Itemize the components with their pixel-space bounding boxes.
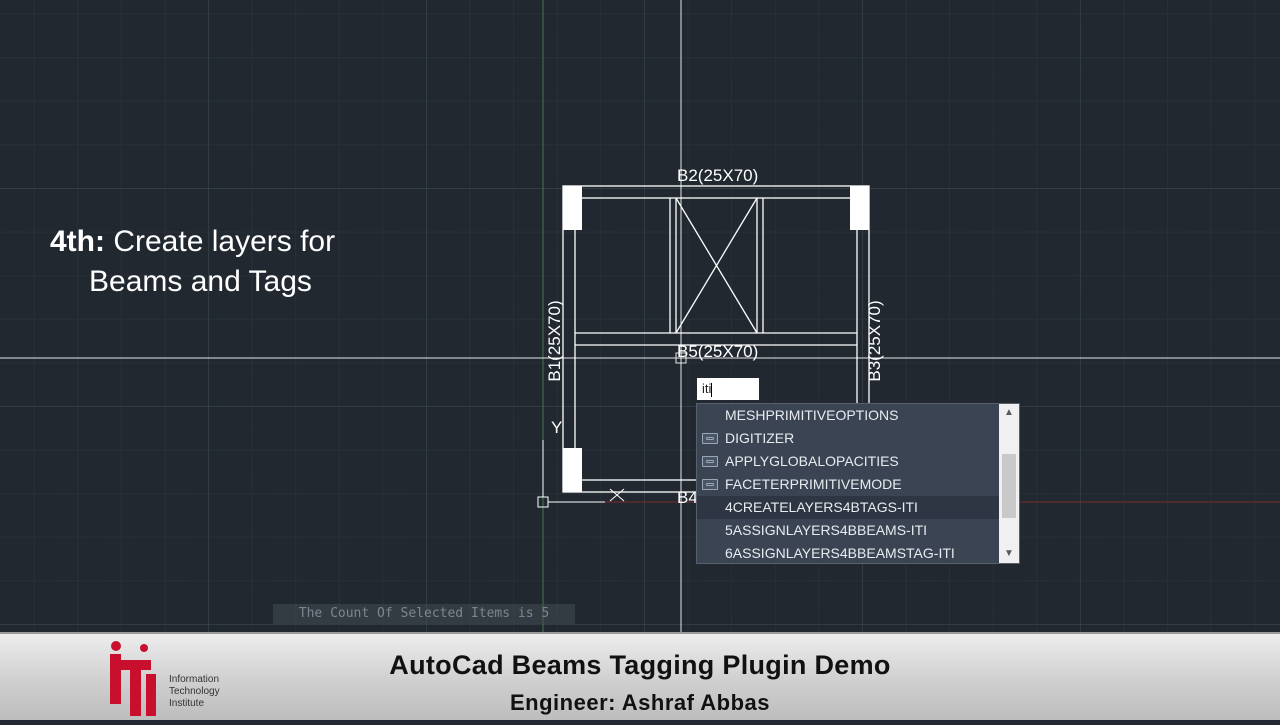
logo-text-line: Information bbox=[169, 674, 220, 685]
autocomplete-item[interactable]: DIGITIZER bbox=[697, 427, 999, 450]
autocomplete-item[interactable]: 4CREATELAYERS4BTAGS-ITI bbox=[697, 496, 999, 519]
beam-label-b4: B4 bbox=[677, 488, 698, 507]
banner-subtitle: Engineer: Ashraf Abbas bbox=[510, 690, 770, 715]
beam-label-b3: B3(25X70) bbox=[865, 300, 884, 382]
autocomplete-item-label: DIGITIZER bbox=[725, 430, 795, 446]
autocomplete-item-label: 6ASSIGNLAYERS4BBEAMSTAG-ITI bbox=[725, 545, 955, 561]
scroll-down-arrow-icon[interactable]: ▼ bbox=[1004, 548, 1014, 559]
autocomplete-item[interactable]: APPLYGLOBALOPACITIES bbox=[697, 450, 999, 473]
drawing-canvas[interactable]: Y B2(25X70) B5(25X70) B1(25X70) B3(25X70… bbox=[0, 0, 1280, 632]
crosshair-pickbox bbox=[675, 352, 687, 364]
step-caption: 4th: Create layers for Beams and Tags bbox=[50, 222, 335, 302]
step-caption-line2: Beams and Tags bbox=[89, 265, 312, 298]
text-caret bbox=[711, 382, 713, 397]
beam-label-b5: B5(25X70) bbox=[677, 342, 759, 361]
iti-logo-mark-icon bbox=[110, 641, 156, 716]
autocomplete-item-label: 5ASSIGNLAYERS4BBEAMS-ITI bbox=[725, 522, 928, 538]
iti-logo-text: Information Technology Institute bbox=[169, 674, 220, 710]
drawing-geometry bbox=[0, 0, 1280, 632]
command-icon bbox=[702, 456, 718, 467]
autocomplete-item-label: MESHPRIMITIVEOPTIONS bbox=[725, 407, 899, 423]
command-input-value: iti bbox=[702, 381, 712, 396]
logo-text-line: Institute bbox=[169, 698, 205, 709]
autocomplete-item-label: APPLYGLOBALOPACITIES bbox=[725, 453, 899, 469]
ucs-icon bbox=[537, 440, 625, 508]
autocomplete-item-label: FACETERPRIMITIVEMODE bbox=[725, 476, 902, 492]
autocomplete-item[interactable]: 6ASSIGNLAYERS4BBEAMSTAG-ITI bbox=[697, 542, 999, 565]
dynamic-command-input[interactable]: iti bbox=[697, 378, 759, 400]
scrollbar-thumb[interactable] bbox=[1002, 454, 1016, 518]
logo-text-line: Technology bbox=[169, 686, 220, 697]
video-banner: Information Technology Institute AutoCad… bbox=[0, 632, 1280, 720]
beam-label-b2: B2(25X70) bbox=[677, 166, 759, 185]
iti-logo: Information Technology Institute bbox=[104, 636, 234, 720]
command-icon bbox=[702, 433, 718, 444]
autocomplete-item[interactable]: 5ASSIGNLAYERS4BBEAMS-ITI bbox=[697, 519, 999, 542]
autocomplete-scrollbar[interactable]: ▲ ▼ bbox=[999, 404, 1019, 563]
columns bbox=[563, 186, 869, 492]
banner-title: AutoCad Beams Tagging Plugin Demo bbox=[389, 650, 891, 680]
autocomplete-item-label: 4CREATELAYERS4BTAGS-ITI bbox=[725, 499, 918, 515]
command-icon bbox=[702, 479, 718, 490]
autocomplete-item[interactable]: FACETERPRIMITIVEMODE bbox=[697, 473, 999, 496]
step-caption-line1: Create layers for bbox=[105, 225, 336, 258]
autocomplete-items: MESHPRIMITIVEOPTIONS DIGITIZER APPLYGLOBAL… bbox=[697, 404, 999, 565]
beam-label-b1: B1(25X70) bbox=[545, 300, 564, 382]
status-message: The Count Of Selected Items is 5 bbox=[273, 604, 575, 624]
step-caption-prefix: 4th: bbox=[50, 225, 105, 258]
command-autocomplete-list[interactable]: MESHPRIMITIVEOPTIONS DIGITIZER APPLYGLOBAL… bbox=[696, 403, 1020, 564]
autocomplete-item[interactable]: MESHPRIMITIVEOPTIONS bbox=[697, 404, 999, 427]
scroll-up-arrow-icon[interactable]: ▲ bbox=[1004, 407, 1014, 418]
beam-frame bbox=[562, 185, 870, 493]
ucs-y-label: Y bbox=[551, 418, 563, 437]
